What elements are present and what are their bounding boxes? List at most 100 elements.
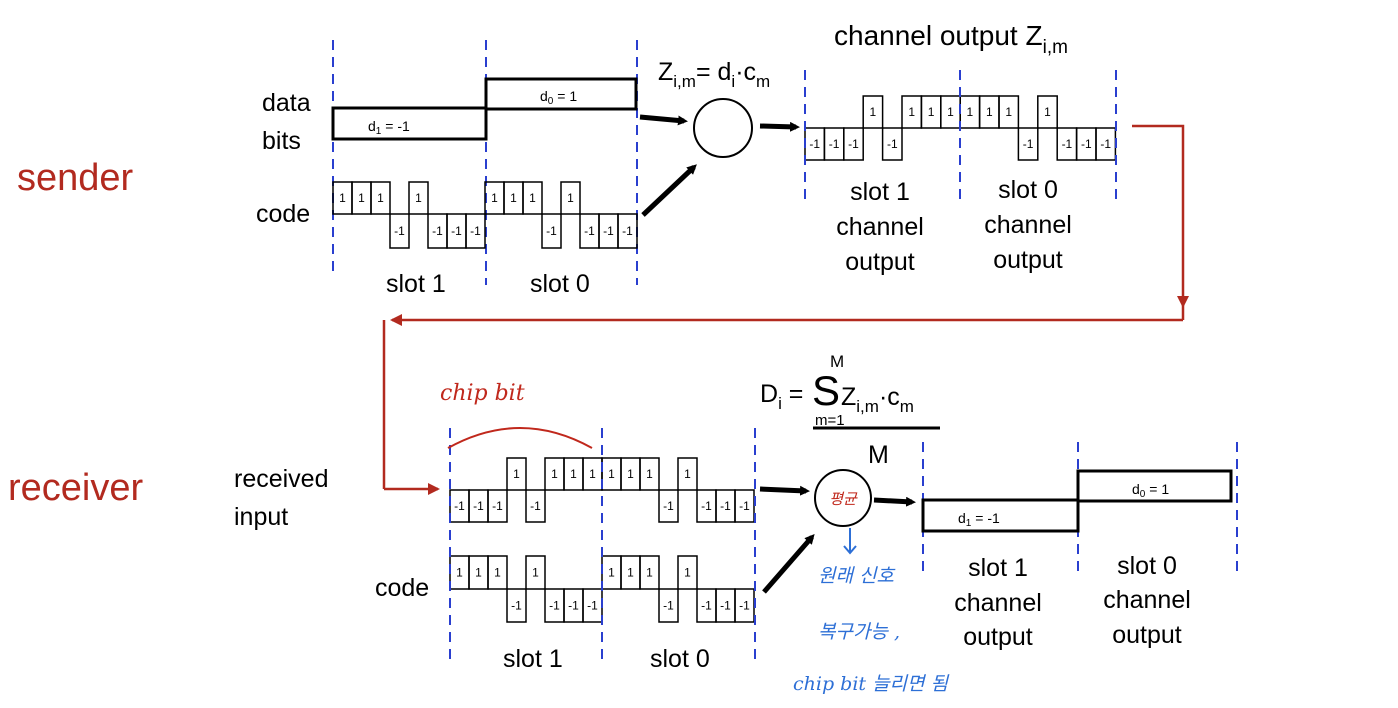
received-input-chip-label-8: 1 [608,467,615,481]
receiver-code-label: code [375,574,429,602]
output-slot0-title: slot 0 [1117,552,1177,580]
receiver-code-chip-label-2: 1 [494,566,501,580]
svg-text:m=1: m=1 [815,412,845,429]
receiver-code-chip-label-7: -1 [587,599,598,613]
receiver-arrows [759,485,916,594]
data-bit-d0-label: d0 = 1 [540,88,577,107]
channel-output-chip-12 [1037,95,1058,129]
data-bit-d1-label: d1 = -1 [368,118,410,137]
channel-output-chip-3 [862,95,884,129]
received-input-chip-label-10: 1 [646,467,653,481]
receiver-code-chip-label-14: -1 [720,599,731,613]
sender-code-chip-label-0: 1 [339,191,346,205]
receiver-code-chip-label-13: -1 [701,599,712,613]
received-input-chip-label-15: -1 [739,499,750,513]
averager-note: 평균 [829,490,858,508]
multiplier-circle [693,98,753,158]
sender-code-chip-label-4: 1 [415,191,422,205]
channel-output-chip-label-3: 1 [870,105,877,119]
received-input-chip-label-9: 1 [627,467,634,481]
transmission-path [382,124,1185,495]
blue-note-arrow [843,528,857,555]
receiver-code-chip-11 [658,588,679,623]
channel-output-chip-10 [998,95,1020,129]
receiver-code-chip-4 [525,555,546,590]
receiver-code-chip-label-11: -1 [663,599,674,613]
sender-code-chip-15 [617,213,638,249]
received-input-chip-label-3: 1 [513,467,520,481]
channel-output-chip-label-6: 1 [928,105,935,119]
receiver-formula: Di = S M m=1 Zi,m·cm M [760,352,940,469]
path-down-arrowhead [1177,296,1189,308]
channel-output-chip-label-2: -1 [848,137,859,151]
received-input-chip-label-5: 1 [551,467,558,481]
received-input-chip-label-11: -1 [663,499,674,513]
channel-output-chip-label-0: -1 [809,137,820,151]
data-bits-label-line1: data [262,89,311,117]
sender-code-chip-2 [370,181,391,215]
channel-output-chip-label-1: -1 [829,137,840,151]
blue-note-line1: 원래 신호 [818,565,895,587]
channel-output-title: channel output Zi,m [834,20,1068,58]
channel-output-chip-label-15: -1 [1100,137,1111,151]
channel-output-chip-label-7: 1 [947,105,954,119]
receiver-code-chip-10 [639,555,660,590]
sender-code-chip-label-1: 1 [358,191,365,205]
svg-text:Zi,m·cm: Zi,m·cm [841,383,914,416]
receiver-code-chip-2 [487,555,508,590]
sender-arrows [639,114,800,217]
receiver-code-chip-3 [506,588,527,623]
sender-code-chip-label-15: -1 [622,224,633,238]
channel-output-chip-label-14: -1 [1081,137,1092,151]
output-slot1-word2: output [963,623,1033,651]
receiver-code-chip-label-8: 1 [608,566,615,580]
received-label-line1: received [234,465,329,493]
receiver-code-chip-label-15: -1 [739,599,750,613]
channel-output-chip-label-10: 1 [1005,105,1012,119]
receiver-code-chip-label-12: 1 [684,566,691,580]
blue-note-line2: 복구가능 , [818,621,900,643]
received-input-chip-4 [525,489,546,523]
receiver-slot0-label: slot 0 [650,645,710,673]
svg-text:S: S [812,367,840,414]
receiver-code-chip-label-10: 1 [646,566,653,580]
output-slot0-word2: output [1112,621,1182,649]
sender-code-chip-label-2: 1 [377,191,384,205]
received-input-chip-11 [658,489,679,523]
channel-output-chip-label-11: -1 [1023,137,1034,151]
received-input-chip-label-4: -1 [530,499,541,513]
recovered-d0-box [1076,469,1233,503]
received-input-chip-label-6: 1 [570,467,577,481]
channel-slot-dividers [804,70,1117,205]
received-input-chip-label-14: -1 [720,499,731,513]
output-slot-dividers [922,442,1238,575]
received-label-line2: input [234,503,288,531]
received-input-chip-10 [639,457,660,491]
sender-code-chip-label-11: -1 [546,224,557,238]
channel-output-chip-label-5: 1 [908,105,915,119]
sender-code-chip-label-7: -1 [470,224,481,238]
output-slot1-word1: channel [954,589,1042,617]
receiver-code-chip-12 [677,555,698,590]
receiver-code-chip-label-1: 1 [475,566,482,580]
receiver-code-chip-label-9: 1 [627,566,634,580]
svg-text:Di =: Di = [760,380,803,413]
sender-code-chip-label-12: 1 [567,191,574,205]
data-bits-label-line2: bits [262,127,301,155]
sender-code-chip-11 [541,213,562,249]
received-input-chip-12 [677,457,698,491]
channel-slot1-word2: output [845,248,915,276]
channel-slot0-word1: channel [984,211,1072,239]
data-bit-d1-box [331,106,488,141]
sender-label: sender [17,157,134,199]
sender-code-chip-3 [389,213,410,249]
sender-code-chip-10 [522,181,543,215]
received-input-chip-label-7: 1 [589,467,596,481]
sender-code-chip-label-9: 1 [510,191,517,205]
data-bit-d0-box [484,77,638,111]
receiver-slot1-label: slot 1 [503,645,563,673]
sender-code-chip-12 [560,181,581,215]
svg-text:M: M [868,441,889,469]
sender-slot0-label: slot 0 [530,270,590,298]
